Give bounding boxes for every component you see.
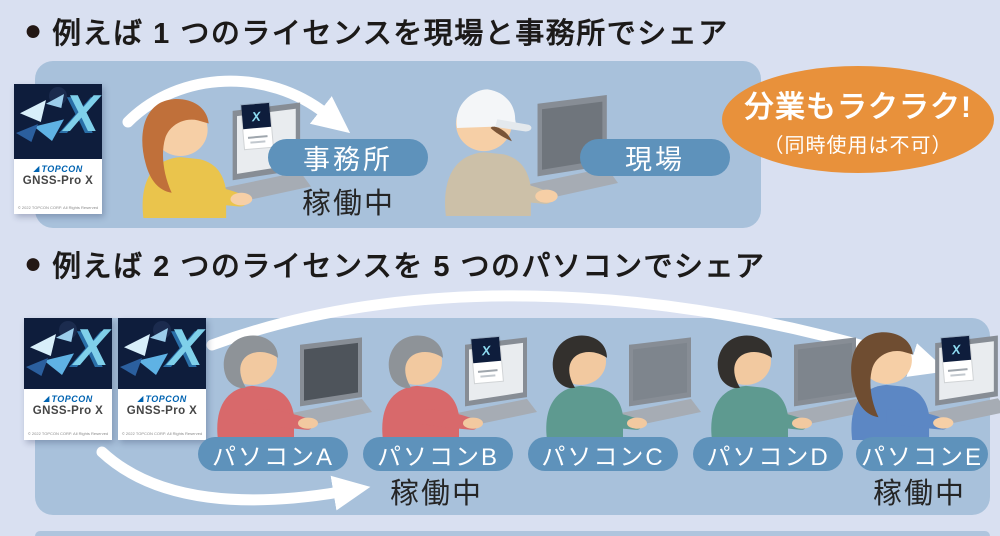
pc-a-pill: パソコンA <box>198 437 348 471</box>
copyright-text: © 2022 TOPCON CORP. All Rights Reserved <box>121 431 203 437</box>
mini-cover-x: X <box>471 336 502 364</box>
pc-e-pill: パソコンE <box>856 437 988 471</box>
mini-cover-label <box>943 359 973 383</box>
figure-pc-a-user <box>202 328 372 440</box>
laptop-screen-software: X <box>941 335 973 383</box>
office-location-pill: 事務所 <box>268 139 428 176</box>
pc-b-running-status: 稼働中 <box>390 478 484 510</box>
cover-shard-shape <box>16 124 38 142</box>
cover-x-letter: X <box>74 319 109 377</box>
pc-e-running-status: 稼働中 <box>873 478 967 510</box>
product-name: GNSS-Pro X <box>22 175 94 188</box>
section1-heading: ● 例えば 1 つのライセンスを現場と事務所でシェア <box>24 10 729 52</box>
box-cover-art: X <box>14 84 102 160</box>
product-name: GNSS-Pro X <box>126 404 198 417</box>
topcon-logo-icon: ◢ <box>43 393 50 403</box>
cover-x-letter: X <box>64 85 99 143</box>
cover-shard-shape <box>20 100 46 122</box>
box-info: ◢ TOPCON GNSS-Pro X © 2022 TOPCON CORP. … <box>24 389 112 440</box>
pc-d-pill: パソコンD <box>693 437 843 471</box>
section2-heading-text: 例えば 2 つのライセンスを 5 つのパソコンでシェア <box>52 251 766 283</box>
bullet-icon: ● <box>24 247 43 280</box>
figure-pc-b-user: X <box>367 328 537 440</box>
next-section-edge <box>35 531 990 536</box>
mini-cover-x: X <box>941 335 972 363</box>
section1-heading-text: 例えば 1 つのライセンスを現場と事務所でシェア <box>52 18 729 50</box>
brand-name: TOPCON <box>145 393 187 404</box>
cover-shard-shape <box>124 334 150 356</box>
person-with-laptop-illustration <box>836 326 1000 440</box>
pc-b-pill: パソコンB <box>363 437 513 471</box>
brand-name: TOPCON <box>51 393 93 404</box>
brand-name: TOPCON <box>41 164 83 175</box>
cover-shard-shape <box>26 358 48 376</box>
cover-shard-shape <box>30 334 56 356</box>
easy-division-badge: 分業もラクラク! （同時使用は不可） <box>722 66 994 173</box>
copyright-text: © 2022 TOPCON CORP. All Rights Reserved <box>27 431 109 437</box>
badge-sub-text: （同時使用は不可） <box>763 134 953 157</box>
pc-c-pill: パソコンC <box>528 437 678 471</box>
box-cover-art: X <box>24 318 112 389</box>
badge-main-text: 分業もラクラク! <box>744 90 972 124</box>
mini-cover-x: X <box>241 102 272 130</box>
license-box-2: X ◢ TOPCON GNSS-Pro X © 2022 TOPCON CORP… <box>24 318 112 440</box>
copyright-text: © 2022 TOPCON CORP. All Rights Reserved <box>17 205 99 211</box>
person-with-laptop-illustration <box>202 328 372 440</box>
person-with-laptop-illustration <box>531 328 701 440</box>
product-name: GNSS-Pro X <box>32 404 104 417</box>
topcon-logo-icon: ◢ <box>33 164 40 174</box>
laptop-screen-software: X <box>471 336 503 384</box>
person-with-laptop-illustration <box>367 328 537 440</box>
figure-pc-c-user <box>531 328 701 440</box>
bullet-icon: ● <box>24 14 43 47</box>
cover-x-letter: X <box>168 319 203 377</box>
topcon-logo-icon: ◢ <box>137 393 144 403</box>
license-box-3: X ◢ TOPCON GNSS-Pro X © 2022 TOPCON CORP… <box>118 318 206 440</box>
figure-pc-e-user: X <box>836 326 1000 440</box>
mini-cover-label <box>243 126 273 150</box>
box-info: ◢ TOPCON GNSS-Pro X © 2022 TOPCON CORP. … <box>118 389 206 440</box>
box-cover-art: X <box>118 318 206 389</box>
section2-heading: ● 例えば 2 つのライセンスを 5 つのパソコンでシェア <box>24 243 766 285</box>
license-box-1: X ◢ TOPCON GNSS-Pro X © 2022 TOPCON CORP… <box>14 84 102 214</box>
field-location-pill: 現場 <box>580 139 730 176</box>
laptop-screen-software: X <box>241 102 273 150</box>
mini-cover-label <box>473 360 503 384</box>
box-info: ◢ TOPCON GNSS-Pro X © 2022 TOPCON CORP. … <box>14 159 102 214</box>
office-running-status: 稼働中 <box>302 188 396 220</box>
cover-shard-shape <box>120 358 142 376</box>
